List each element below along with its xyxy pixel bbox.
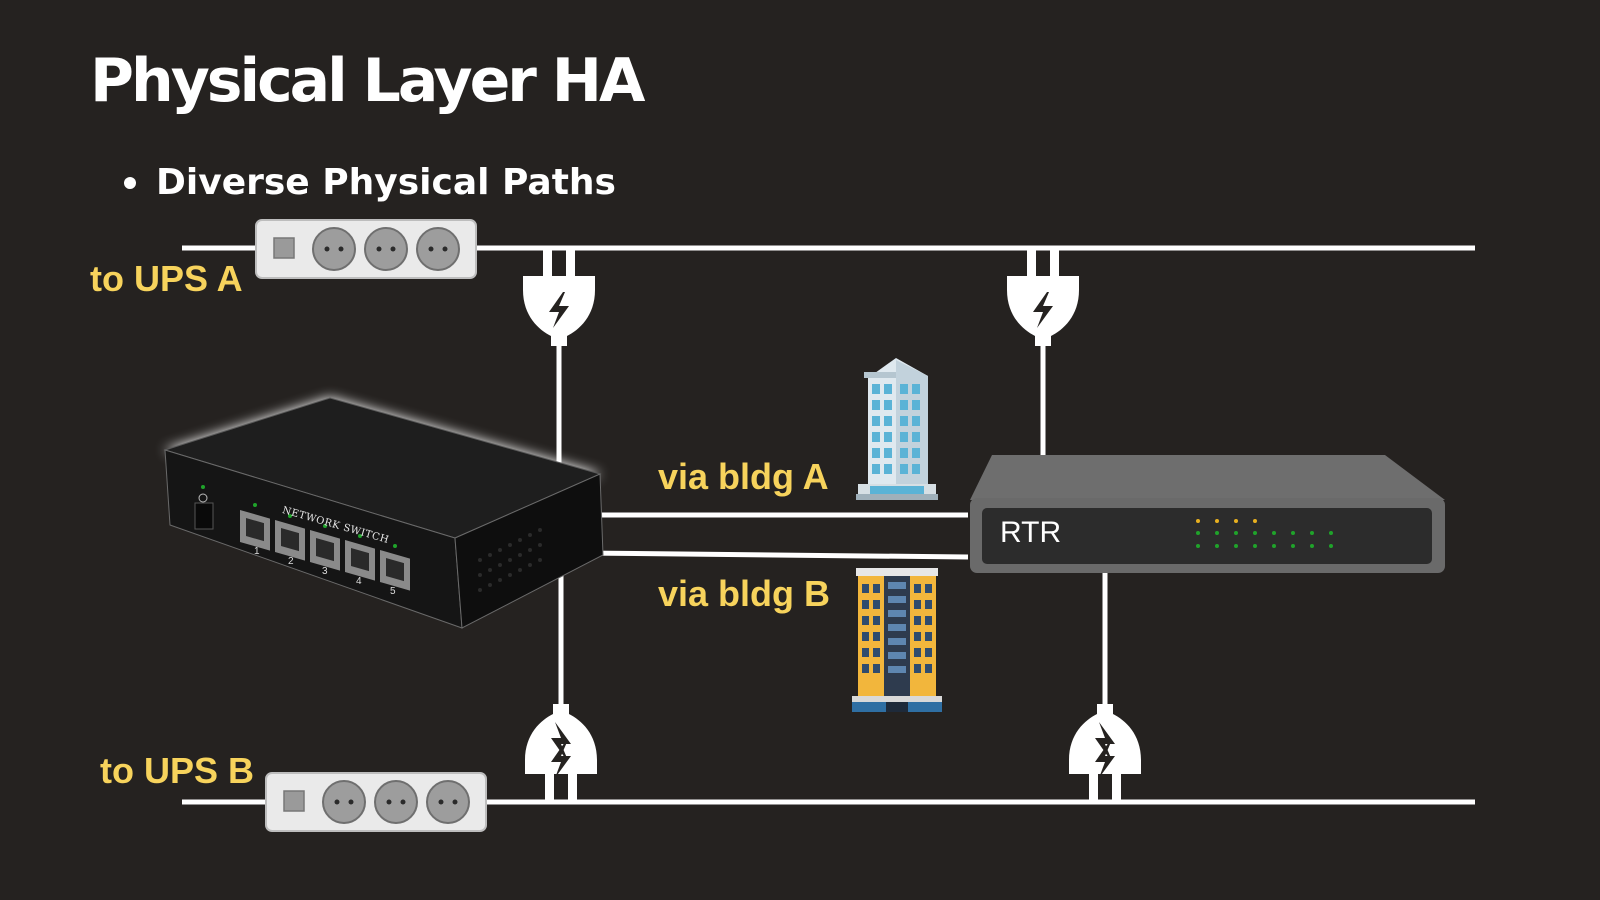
power-strip-icon bbox=[255, 219, 477, 279]
bullet-item: Diverse Physical Paths bbox=[124, 162, 616, 203]
router-leds-yellow bbox=[1196, 519, 1257, 523]
slide-title: Physical Layer HA bbox=[90, 46, 645, 116]
switch-port-number: 4 bbox=[356, 576, 362, 587]
label-via-bldg-a: via bldg A bbox=[658, 456, 829, 497]
bolt-mark bbox=[1095, 742, 1115, 778]
office-tower-icon bbox=[856, 358, 938, 500]
switch-port-number: 5 bbox=[390, 586, 396, 597]
router-label: RTR bbox=[1000, 516, 1062, 549]
bolt-mark bbox=[551, 742, 571, 778]
label-via-bldg-b: via bldg B bbox=[658, 573, 831, 614]
router bbox=[970, 455, 1445, 573]
switch-port-number: 3 bbox=[322, 566, 328, 577]
label-to-ups-a: to UPS A bbox=[90, 258, 243, 299]
power-plug-icon bbox=[1007, 250, 1079, 346]
network-switch bbox=[163, 397, 604, 629]
switch-ports bbox=[240, 503, 410, 591]
bullet-dot bbox=[124, 176, 136, 189]
switch-port-number: 1 bbox=[254, 546, 260, 557]
bullet-text: Diverse Physical Paths bbox=[156, 162, 616, 203]
switch-port-number: 2 bbox=[288, 556, 294, 567]
office-building-icon bbox=[852, 568, 942, 712]
label-to-ups-b: to UPS B bbox=[100, 750, 255, 791]
power-strip-icon bbox=[265, 772, 487, 832]
power-plug-icon bbox=[523, 250, 595, 346]
router-leds-green bbox=[1196, 531, 1333, 548]
link-via-bldg-b bbox=[581, 550, 969, 560]
